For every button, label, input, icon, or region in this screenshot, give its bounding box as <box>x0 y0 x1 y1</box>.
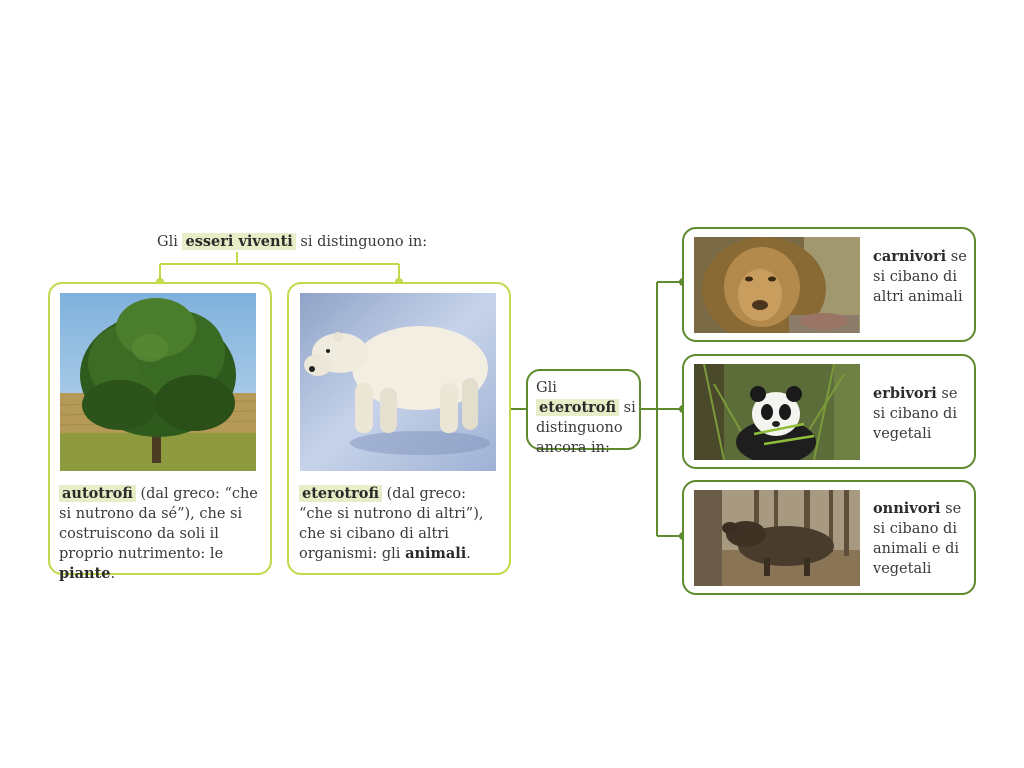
carnivori-term: carnivori <box>873 248 947 265</box>
center-box: Gli eterotrofi si distinguono ancora in: <box>526 369 641 456</box>
onnivori-term: onnivori <box>873 500 941 517</box>
autotrofi-term: autotrofi <box>59 485 136 502</box>
boar-image <box>694 490 860 586</box>
eterotrofi-box: eterotrofi (dal greco: “che si nutrono d… <box>287 282 511 575</box>
lion-image <box>694 237 860 333</box>
tree-image <box>60 293 256 471</box>
center-term: eterotrofi <box>536 399 620 416</box>
erbivori-term: erbivori <box>873 385 937 402</box>
carnivori-box: carnivori se si cibano di altri animali <box>682 227 976 342</box>
caption: Gli esseri viventi si distinguono in: <box>157 232 427 252</box>
center-post: si distinguono ancora in: <box>536 400 636 456</box>
eterotrofi-desc: (dal greco: “che si nutrono di altri”), … <box>299 486 484 562</box>
erbivori-box: erbivori se si cibano di vegetali <box>682 354 976 469</box>
onnivori-desc: se si cibano di animali e di vegetali <box>873 501 962 577</box>
erbivori-desc: se si cibano di vegetali <box>873 386 958 442</box>
eterotrofi-term: eterotrofi <box>299 485 383 502</box>
autotrofi-desc: (dal greco: “che si nutrono da sé”), che… <box>59 486 258 562</box>
onnivori-text: onnivori se si cibano di animali e di ve… <box>873 499 968 579</box>
caption-pre: Gli <box>157 234 178 250</box>
caption-post: si distinguono in: <box>300 234 428 250</box>
erbivori-text: erbivori se si cibano di vegetali <box>873 384 968 444</box>
autotrofi-box: autotrofi (dal greco: “che si nutrono da… <box>48 282 272 582</box>
panda-image <box>694 364 860 460</box>
eterotrofi-bold: animali <box>405 545 467 562</box>
carnivori-text: carnivori se si cibano di altri animali <box>873 247 968 307</box>
carnivori-desc: se si cibano di altri animali <box>873 249 967 305</box>
eterotrofi-text: eterotrofi (dal greco: “che si nutrono d… <box>299 484 504 564</box>
center-pre: Gli <box>536 380 557 396</box>
polar-bear-image <box>300 293 496 471</box>
autotrofi-end: . <box>110 566 116 582</box>
autotrofi-text: autotrofi (dal greco: “che si nutrono da… <box>59 484 264 584</box>
center-text: Gli eterotrofi si distinguono ancora in: <box>536 378 641 458</box>
caption-term: esseri viventi <box>182 233 296 250</box>
autotrofi-bold: piante <box>59 565 111 582</box>
onnivori-box: onnivori se si cibano di animali e di ve… <box>682 480 976 595</box>
eterotrofi-end: . <box>466 546 471 562</box>
